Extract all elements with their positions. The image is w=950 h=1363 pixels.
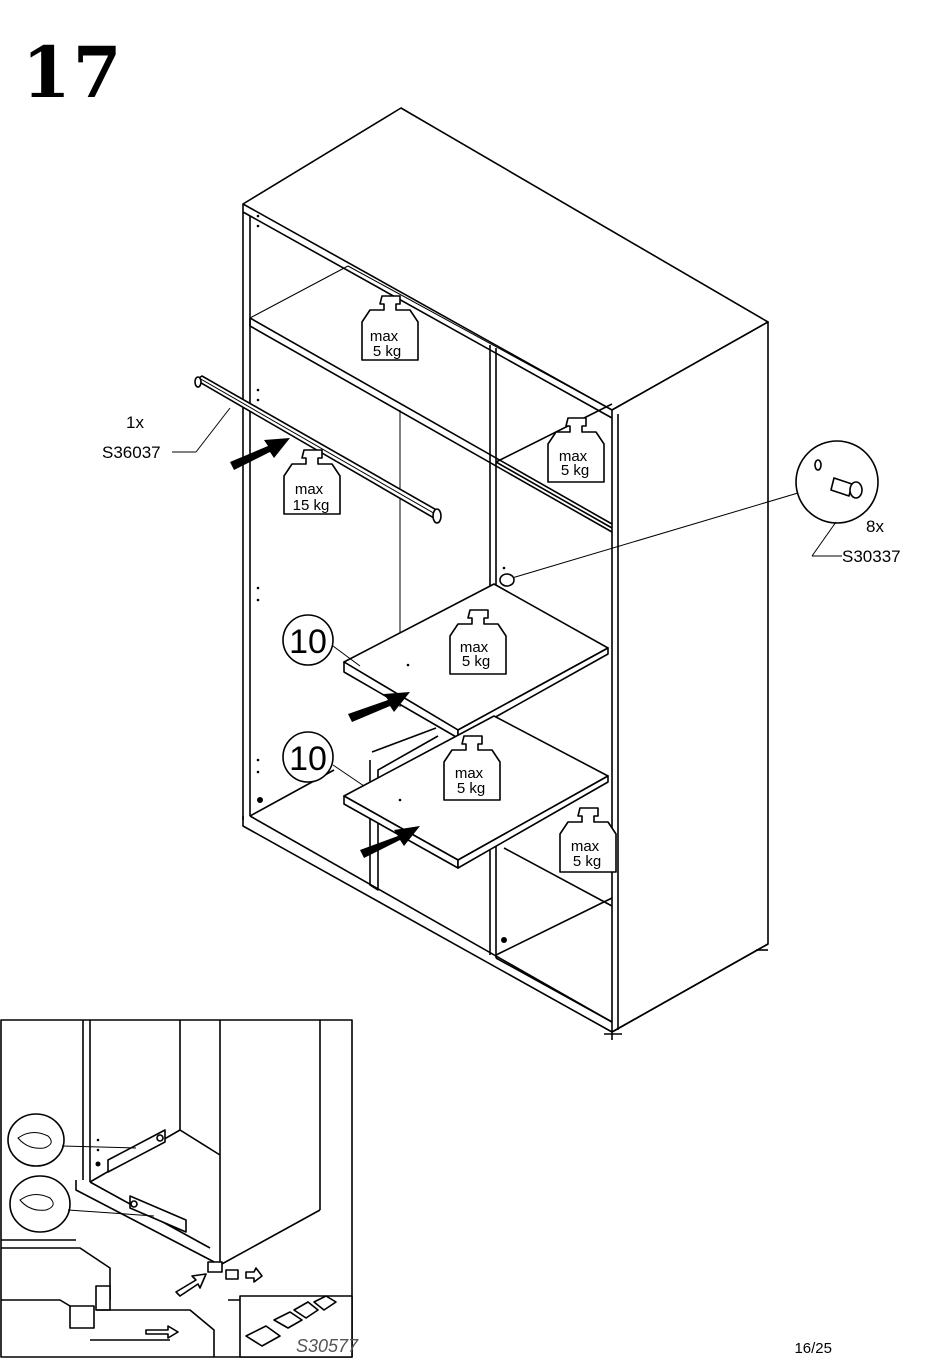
hanging-rail [172, 375, 442, 524]
weight-max-label: max [571, 838, 600, 855]
weight-icons [283, 295, 617, 873]
callout-number-upper: 10 [289, 623, 327, 661]
weight-right-upper-label: 5 kg [561, 462, 589, 479]
page-number: 16/25 [794, 1340, 832, 1357]
weight-rail-label: 15 kg [293, 497, 330, 514]
callout-circle-lower [282, 731, 334, 783]
pin-part-code: S30337 [842, 547, 901, 566]
foot-part-code: S30577 [296, 1336, 359, 1356]
callout-number-lower: 10 [289, 740, 327, 778]
weight-labels: max 5 kg max 15 kg max 5 kg max 5 kg max… [293, 328, 602, 870]
weight-max-label: max [455, 765, 484, 782]
weight-max-label: max [370, 328, 399, 345]
insert-arrows [230, 438, 420, 858]
rail-quantity: 1x [126, 413, 144, 432]
cabinet-drawing [242, 107, 769, 1040]
pin-quantity: 8x [866, 517, 884, 536]
weight-right-lower-label: 5 kg [573, 853, 601, 870]
weight-top-shelf-label: 5 kg [373, 343, 401, 360]
weight-max-label: max [295, 481, 324, 498]
weight-upper-shelf-label: 5 kg [462, 653, 490, 670]
shelf-pin-detail [499, 440, 879, 587]
callout-circle-upper [282, 614, 334, 666]
rail-part-code: S36037 [102, 443, 161, 462]
weight-max-label: max [559, 448, 588, 465]
foot-detail-inset [0, 1019, 353, 1358]
weight-lower-shelf-label: 5 kg [457, 780, 485, 797]
step-number: 17 [22, 31, 124, 114]
weight-max-label: max [460, 639, 489, 656]
